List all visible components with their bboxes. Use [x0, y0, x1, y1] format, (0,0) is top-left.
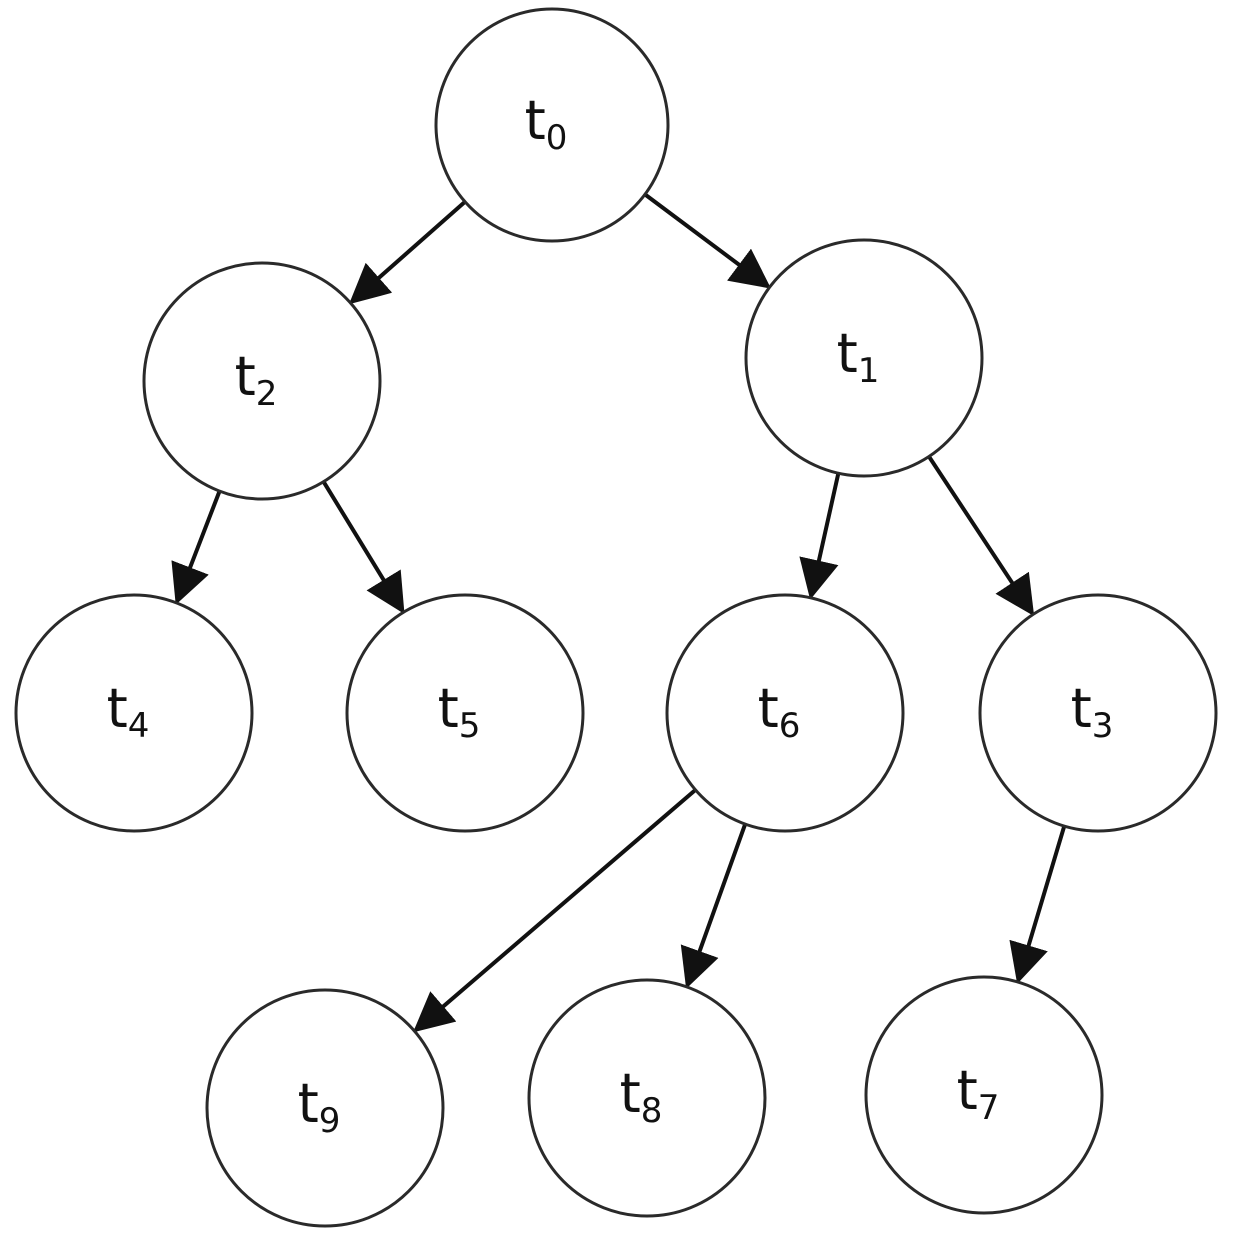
edge-t0-t2: [348, 200, 467, 305]
node-label-base: t: [620, 1062, 641, 1125]
edge-t2-t4: [171, 490, 222, 605]
node-label-base: t: [525, 89, 546, 152]
node-t9: t9: [205, 988, 445, 1228]
node-label-subscript: 7: [978, 1088, 1000, 1128]
node-t7: t7: [864, 975, 1104, 1215]
node-label-t0: t0: [525, 89, 568, 158]
edge-t6-t8: [680, 823, 748, 989]
node-circle-t1: [744, 238, 984, 478]
node-label-t3: t3: [1071, 677, 1114, 746]
node-circle-t9: [205, 988, 445, 1228]
node-label-subscript: 4: [128, 706, 150, 746]
edge-t1-t6: [799, 472, 841, 600]
node-label-subscript: 0: [546, 118, 568, 158]
node-label-t5: t5: [438, 677, 481, 746]
node-label-subscript: 6: [779, 706, 801, 746]
node-t0: t0: [434, 7, 670, 243]
node-label-base: t: [837, 322, 858, 385]
node-circle-t7: [864, 975, 1104, 1215]
node-circle-t3: [978, 593, 1218, 833]
node-circle-t6: [665, 593, 905, 833]
node-label-subscript: 5: [459, 706, 481, 746]
node-label-t4: t4: [107, 677, 150, 746]
edge-t2-t5: [321, 480, 405, 615]
node-t8: t8: [527, 978, 767, 1218]
node-label-subscript: 2: [256, 374, 278, 414]
node-label-subscript: 8: [641, 1091, 663, 1131]
node-t4: t4: [14, 593, 254, 833]
node-label-subscript: 9: [319, 1101, 341, 1141]
node-label-base: t: [1071, 677, 1092, 740]
edge-t0-t1: [643, 192, 772, 289]
node-circle-t5: [345, 593, 585, 833]
node-label-base: t: [758, 677, 779, 740]
edge-t3-t7: [1009, 825, 1067, 984]
edge-t6-t9: [413, 788, 697, 1033]
node-label-t8: t8: [620, 1062, 663, 1131]
node-circle-t4: [14, 593, 254, 833]
node-circle-t0: [434, 7, 670, 243]
node-label-base: t: [235, 345, 256, 408]
node-label-base: t: [438, 677, 459, 740]
node-label-t1: t1: [837, 322, 880, 391]
node-circle-t8: [527, 978, 767, 1218]
node-circle-t2: [142, 261, 382, 501]
node-label-t2: t2: [235, 345, 278, 414]
node-label-subscript: 3: [1092, 706, 1114, 746]
edges-layer: [171, 192, 1067, 1033]
node-t3: t3: [978, 593, 1218, 833]
node-label-t9: t9: [298, 1072, 341, 1141]
node-t6: t6: [665, 593, 905, 833]
node-t2: t2: [142, 261, 382, 501]
edge-t1-t3: [927, 455, 1035, 617]
node-label-t7: t7: [957, 1059, 1000, 1128]
node-label-base: t: [957, 1059, 978, 1122]
node-label-t6: t6: [758, 677, 801, 746]
node-label-subscript: 1: [858, 351, 880, 391]
node-t5: t5: [345, 593, 585, 833]
node-label-base: t: [298, 1072, 319, 1135]
node-t1: t1: [744, 238, 984, 478]
node-label-base: t: [107, 677, 128, 740]
